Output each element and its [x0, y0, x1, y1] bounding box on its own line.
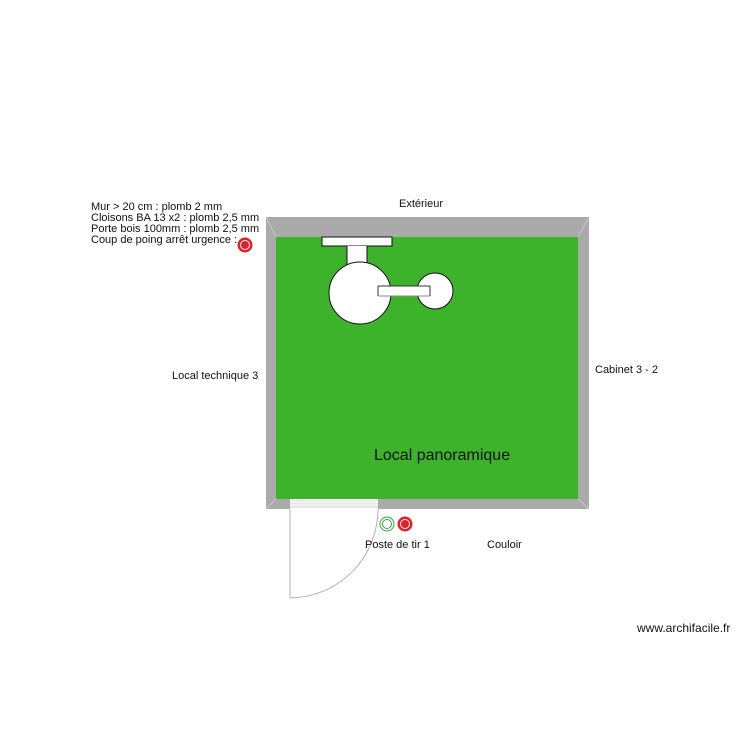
legend-line-wall: Mur > 20 cm : plomb 2 mm [91, 201, 223, 213]
red-emergency-stop-icon [397, 516, 413, 532]
emergency-stop-icon [237, 237, 253, 253]
room-name: Local panoramique [374, 447, 511, 464]
legend-line-emergency: Coup de poing arrêt urgence : [91, 234, 238, 246]
legend: Mur > 20 cm : plomb 2 mm Cloisons BA 13 … [91, 202, 259, 246]
label-cabinet: Cabinet 3 - 2 [595, 364, 658, 376]
label-exterior: Extérieur [399, 198, 444, 210]
legend-line-partitions: Cloisons BA 13 x2 : plomb 2,5 mm [91, 212, 260, 224]
door-opening[interactable] [290, 499, 378, 509]
door-swing [289, 508, 379, 599]
label-station: Poste de tir 1 [365, 539, 430, 551]
label-corridor: Couloir [487, 539, 522, 551]
credit-link[interactable]: www.archifacile.fr [637, 621, 731, 635]
label-local-technique: Local technique 3 [172, 370, 259, 382]
green-ring-icon [379, 516, 395, 532]
legend-line-door: Porte bois 100mm : plomb 2,5 mm [91, 223, 260, 235]
sink-fixture [321, 236, 454, 325]
